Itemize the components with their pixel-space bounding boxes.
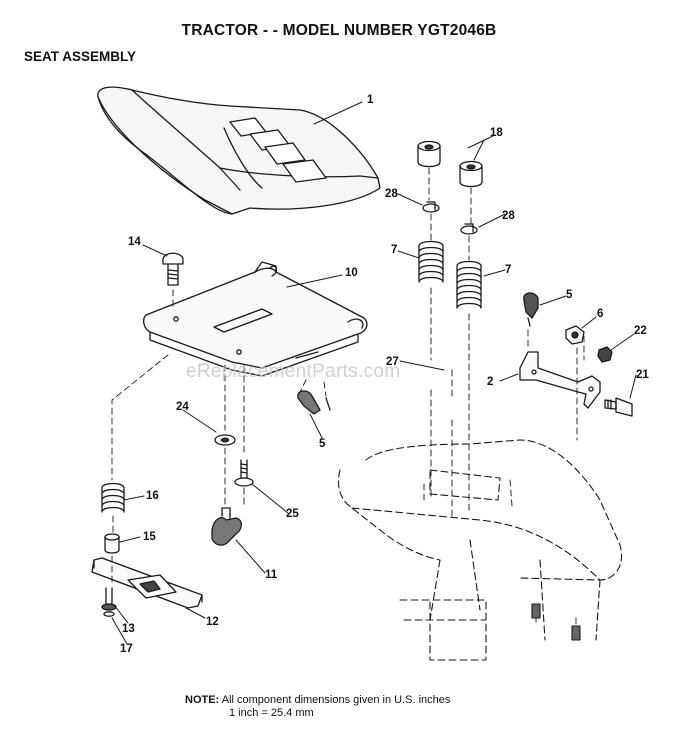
callout-7: 7	[505, 264, 511, 276]
bumper-part	[417, 140, 483, 188]
frame-screw-part	[531, 603, 581, 641]
latch-part	[523, 292, 539, 327]
note-line-1: All component dimensions given in U.S. i…	[221, 694, 451, 706]
callout-25: 25	[286, 508, 299, 520]
callout-14: 14	[128, 236, 141, 248]
callout-24: 24	[176, 401, 189, 413]
section-title: SEAT ASSEMBLY	[24, 49, 137, 64]
mounting-bracket-part	[519, 351, 601, 409]
stud-part	[234, 459, 254, 487]
callout-15: 15	[143, 531, 156, 543]
callout-21: 21	[636, 369, 649, 381]
callout-18: 18	[490, 127, 503, 139]
callout-labels: 1 18 28 28 14 10 7 7 5 6 22 27 2 21 24 5…	[120, 94, 649, 655]
watermark: eReplacementParts.com	[186, 361, 401, 382]
callout-10: 10	[345, 267, 358, 279]
seat-part	[97, 86, 381, 215]
callout-1: 1	[367, 94, 374, 106]
callout-17: 17	[120, 643, 133, 655]
adjustment-knob-part	[211, 507, 242, 546]
callout-7: 7	[391, 244, 397, 256]
callout-13: 13	[122, 623, 135, 635]
assembly-guide-lines	[111, 167, 585, 635]
callout-28: 28	[502, 210, 515, 222]
callout-16: 16	[146, 490, 159, 502]
page-title: TRACTOR - - MODEL NUMBER YGT2046B	[181, 22, 497, 39]
callout-22: 22	[634, 325, 647, 337]
callout-5: 5	[566, 289, 573, 301]
flat-washer-part	[214, 434, 236, 446]
nut-part	[565, 325, 585, 345]
spring-part	[418, 240, 482, 309]
latch-part	[297, 390, 331, 415]
carriage-bolt-part	[162, 252, 184, 286]
callout-5: 5	[319, 438, 326, 450]
lock-nut-part	[597, 346, 613, 363]
hex-bolt-part	[101, 587, 117, 617]
tractor-frame-part	[337, 439, 622, 661]
callout-6: 6	[597, 308, 603, 320]
callout-27: 27	[386, 356, 399, 368]
callout-leaders	[111, 101, 637, 645]
note-line-2: 1 inch = 25.4 mm	[229, 707, 314, 719]
washer-part	[422, 201, 478, 235]
seat-pan-part	[143, 261, 368, 377]
compression-spring-part	[101, 482, 125, 513]
note-label: NOTE:	[185, 694, 220, 706]
callout-2: 2	[487, 376, 493, 388]
shoulder-bolt-part	[604, 397, 633, 417]
dimension-note: NOTE: All component dimensions given in …	[185, 694, 450, 720]
callout-28: 28	[385, 188, 398, 200]
slide-plate-part	[91, 557, 203, 609]
spacer-part	[104, 533, 120, 554]
callout-12: 12	[206, 616, 219, 628]
callout-11: 11	[265, 569, 278, 581]
